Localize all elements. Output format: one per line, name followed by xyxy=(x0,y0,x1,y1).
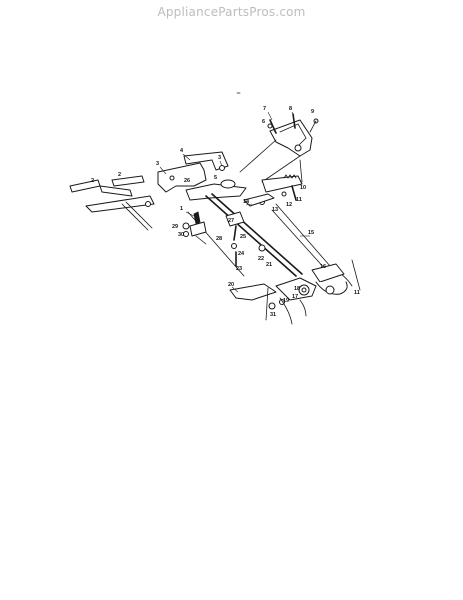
mid-handle-mechanism xyxy=(185,174,303,207)
callout-28: 28 xyxy=(216,236,222,242)
left-rail-parts xyxy=(69,175,155,231)
callout-5: 5 xyxy=(214,175,217,181)
callout-15: 15 xyxy=(308,230,314,236)
washer-29 xyxy=(182,222,190,230)
callout-16: 16 xyxy=(320,264,326,270)
callout-3a: 3 xyxy=(156,161,159,167)
callout-11b: 11 xyxy=(354,290,360,296)
nut-30 xyxy=(183,231,189,237)
callout-14: 14 xyxy=(243,199,250,205)
callout-10: 10 xyxy=(300,185,306,191)
rail-2b xyxy=(111,175,145,187)
bolt-25 xyxy=(233,225,237,241)
callout-20: 20 xyxy=(228,282,234,288)
callout-labels: 7 8 9 6 4 3 3 2 2 26 5 10 11 12 13 14 1 … xyxy=(91,106,360,318)
nut-31 xyxy=(268,302,276,310)
callout-24: 24 xyxy=(238,251,245,257)
handle-bar-4 xyxy=(183,151,229,171)
callout-4: 4 xyxy=(180,148,184,154)
callout-26: 26 xyxy=(184,178,190,184)
bracket-28 xyxy=(189,221,207,237)
callout-9: 9 xyxy=(311,109,314,115)
lower-plate xyxy=(229,283,277,301)
callout-30: 30 xyxy=(178,232,184,238)
clip-1 xyxy=(193,211,201,225)
callout-29: 29 xyxy=(172,224,178,230)
center-hardware xyxy=(182,211,266,267)
callout-25: 25 xyxy=(240,234,246,240)
callout-7: 7 xyxy=(263,106,266,112)
rail-2a xyxy=(69,179,101,193)
callout-23: 23 xyxy=(236,266,242,272)
cable-15 xyxy=(275,203,331,267)
handle-grip-assembly xyxy=(157,151,229,193)
callout-8: 8 xyxy=(289,106,292,112)
callout-21: 21 xyxy=(266,262,272,268)
callout-18: 18 xyxy=(294,286,300,292)
rod-20 xyxy=(265,287,269,321)
callout-17: 17 xyxy=(292,294,298,300)
callout-31: 31 xyxy=(270,312,276,318)
callout-2b: 2 xyxy=(118,172,121,178)
upper-bracket-assembly xyxy=(267,113,319,157)
callout-2a: 2 xyxy=(91,178,94,184)
bracket-hole xyxy=(294,144,302,152)
part-22 xyxy=(258,244,266,252)
callout-3b: 3 xyxy=(218,155,221,161)
upper-bracket xyxy=(269,119,313,157)
callout-13: 13 xyxy=(272,207,278,213)
callout-6: 6 xyxy=(262,119,265,125)
callout-11a: 11 xyxy=(296,197,302,203)
washer-24 xyxy=(231,243,237,249)
bolt-7 xyxy=(269,119,277,134)
handle-plate-3 xyxy=(157,162,207,193)
callout-1: 1 xyxy=(180,206,183,212)
spring-housing xyxy=(261,175,303,193)
idler-arm-16 xyxy=(311,263,345,283)
leader-lines xyxy=(159,111,310,293)
callout-12a: 12 xyxy=(286,202,292,208)
callout-19: 19 xyxy=(283,298,289,304)
bushing-11 xyxy=(325,285,335,295)
callout-22: 22 xyxy=(258,256,264,262)
handle-tube-upper xyxy=(205,195,297,277)
clip-27 xyxy=(225,211,245,227)
bolt-8 xyxy=(292,113,296,129)
washer-6 xyxy=(267,123,273,129)
callout-27: 27 xyxy=(228,218,234,224)
watermark-text: AppliancePartsPros.com xyxy=(157,5,306,19)
rail-bracket xyxy=(85,195,155,213)
lower-assembly xyxy=(229,259,361,325)
